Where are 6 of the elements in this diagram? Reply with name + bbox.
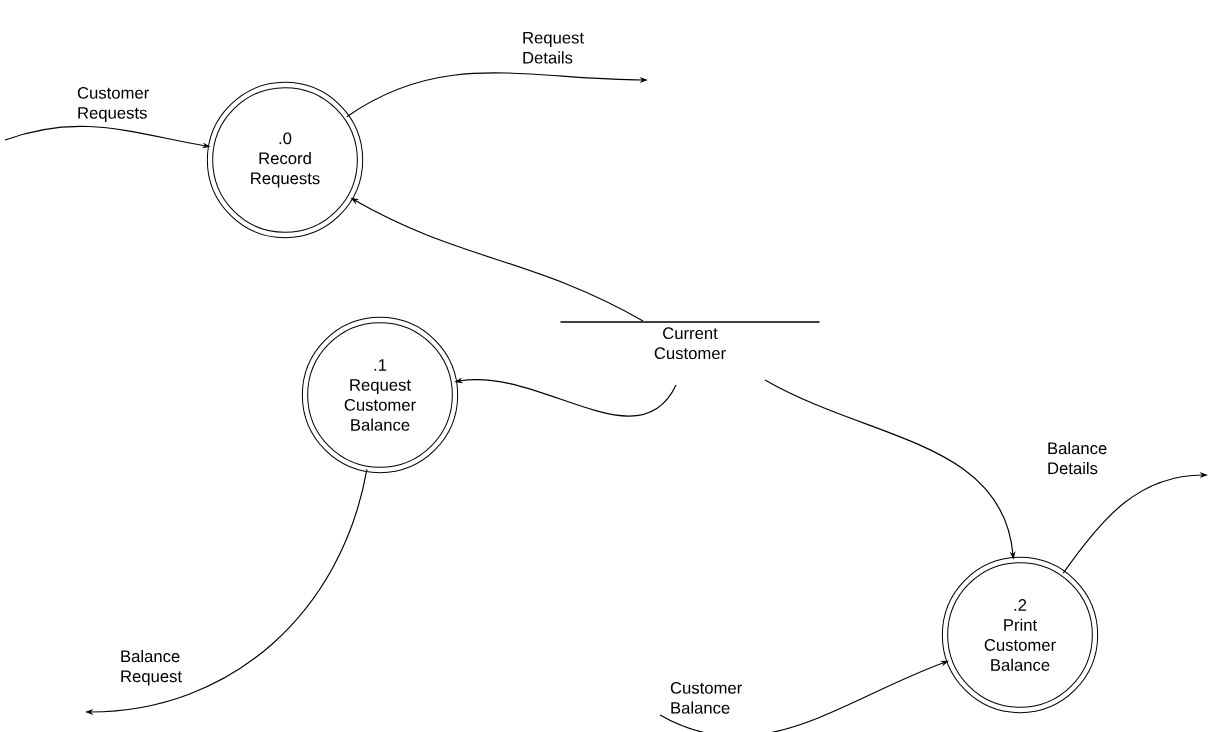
data-store: Current Customer — [559, 321, 821, 360]
edge-label: Request Details — [523, 32, 584, 64]
edge-label: Balance Details — [1048, 442, 1107, 475]
edge-label: Customer Requests — [77, 87, 149, 123]
edge-label: Customer Balance — [670, 682, 742, 714]
edge-label: Balance Request — [121, 650, 182, 686]
